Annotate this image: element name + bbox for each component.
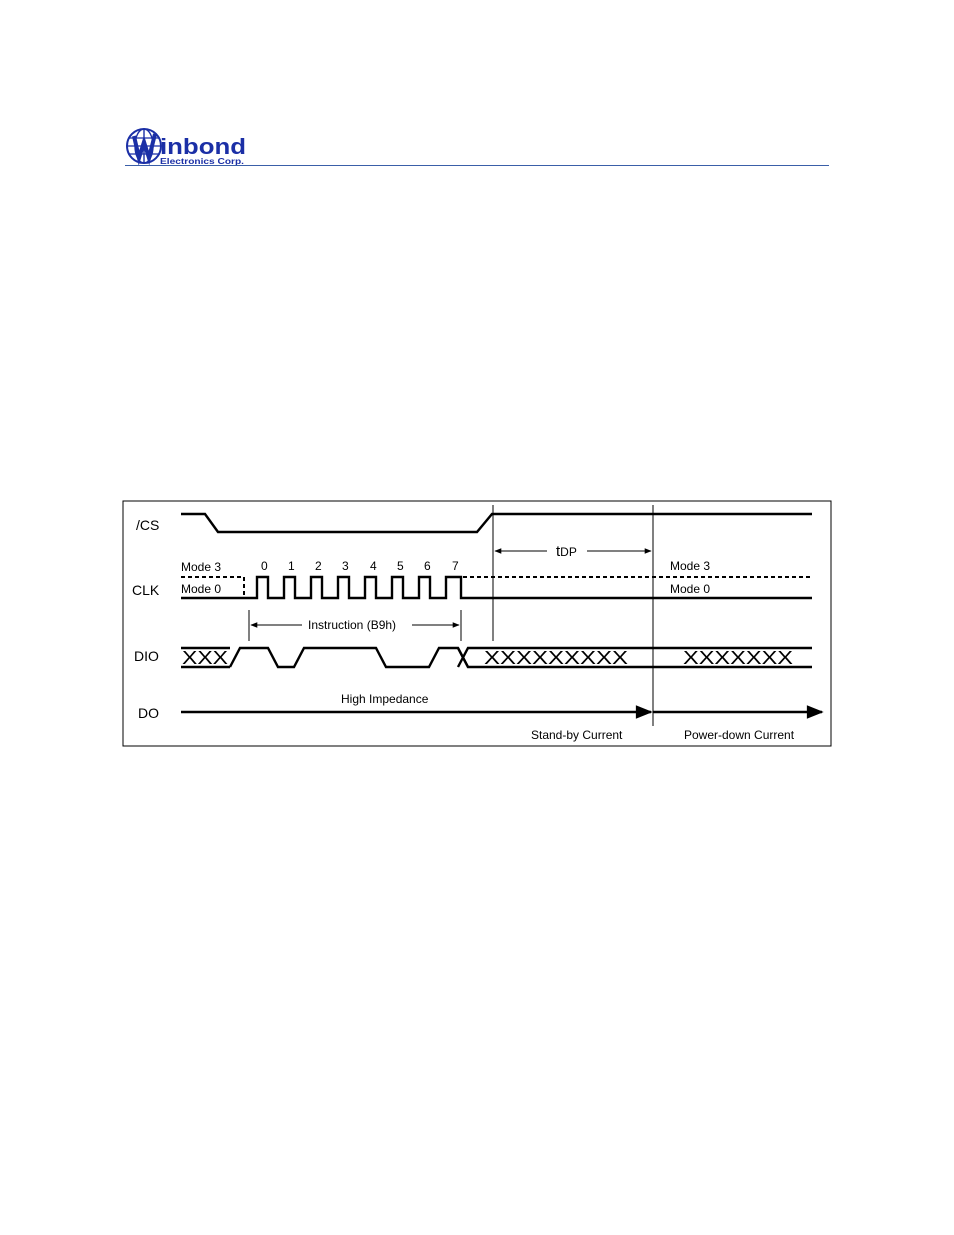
clk-numbers: 0 1 2 3 4 5 6 7 bbox=[261, 559, 459, 573]
diagram-frame bbox=[122, 500, 832, 747]
dio-dont-care-middle: XXXXXXXXX bbox=[484, 648, 628, 668]
dio-waveform: XXX XXXXXXXXX XXXXXXX bbox=[181, 646, 812, 669]
standby-current-label: Stand-by Current bbox=[531, 728, 623, 742]
tdp-label: tDP bbox=[556, 543, 577, 560]
clk-number: 1 bbox=[288, 559, 295, 573]
dio-data-lower bbox=[230, 648, 468, 667]
dio-dont-care-right: XXXXXXX bbox=[683, 648, 793, 668]
clk-number: 6 bbox=[424, 559, 431, 573]
header-rule bbox=[125, 165, 829, 166]
clk-mode0-left: Mode 0 bbox=[181, 582, 221, 596]
logo-subtitle: Electronics Corp. bbox=[160, 156, 244, 166]
signal-label-clk: CLK bbox=[132, 582, 160, 598]
instruction-label: Instruction (B9h) bbox=[308, 618, 396, 632]
clk-number: 0 bbox=[261, 559, 268, 573]
winbond-logo: inbond Electronics Corp. bbox=[126, 128, 246, 166]
clk-mode3-right: Mode 3 bbox=[670, 559, 710, 573]
signal-label-cs: /CS bbox=[136, 517, 159, 533]
high-impedance-label: High Impedance bbox=[341, 692, 429, 706]
dio-data-upper bbox=[228, 646, 470, 669]
signal-label-dio: DIO bbox=[134, 648, 159, 664]
clk-mode3-left: Mode 3 bbox=[181, 560, 221, 574]
timing-diagram: /CS CLK DIO DO tDP Mode 3 Mode 0 Mode 3 … bbox=[122, 500, 832, 747]
clk-number: 5 bbox=[397, 559, 404, 573]
cs-waveform bbox=[181, 512, 812, 534]
clk-number: 2 bbox=[315, 559, 322, 573]
powerdown-current-label: Power-down Current bbox=[684, 728, 795, 742]
clk-waveform bbox=[181, 575, 812, 600]
clk-number: 4 bbox=[370, 559, 377, 573]
clk-mode0-right: Mode 0 bbox=[670, 582, 710, 596]
dio-bus-lower bbox=[456, 647, 812, 669]
logo-wordmark: inbond bbox=[160, 134, 246, 159]
dio-dont-care-left: XXX bbox=[182, 648, 228, 668]
clk-number: 3 bbox=[342, 559, 349, 573]
signal-label-do: DO bbox=[138, 705, 159, 721]
clk-number: 7 bbox=[452, 559, 459, 573]
globe-icon bbox=[126, 128, 162, 166]
dio-bus-upper bbox=[456, 646, 812, 668]
